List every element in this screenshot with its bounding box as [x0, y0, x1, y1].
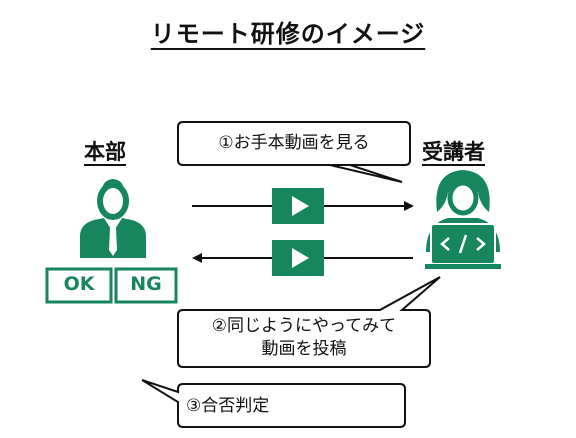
ng-box — [114, 267, 178, 304]
bubble-step3-text: ③合否判定 — [186, 396, 270, 416]
speech-bubble-step3 — [141, 379, 406, 428]
diagram-title: リモート研修のイメージ — [150, 20, 426, 48]
ok-box — [45, 267, 113, 304]
headquarters-label: 本部 — [84, 140, 126, 164]
speech-bubble-step2 — [177, 276, 441, 368]
bubble-step2-line1: ②同じようにやってみて — [211, 316, 397, 336]
video-play-icon — [272, 188, 324, 224]
ng-label: NG — [130, 273, 162, 295]
speech-bubble-step1 — [177, 121, 411, 183]
trainee-label: 受講者 — [422, 140, 485, 164]
ok-label: OK — [63, 273, 95, 295]
trainee-laptop-icon — [425, 170, 501, 269]
businessman-icon — [80, 179, 146, 258]
video-play-icon — [272, 240, 324, 276]
bubble-step1-text: ①お手本動画を見る — [218, 133, 370, 153]
bubble-step2-line2: 動画を投稿 — [261, 339, 347, 359]
